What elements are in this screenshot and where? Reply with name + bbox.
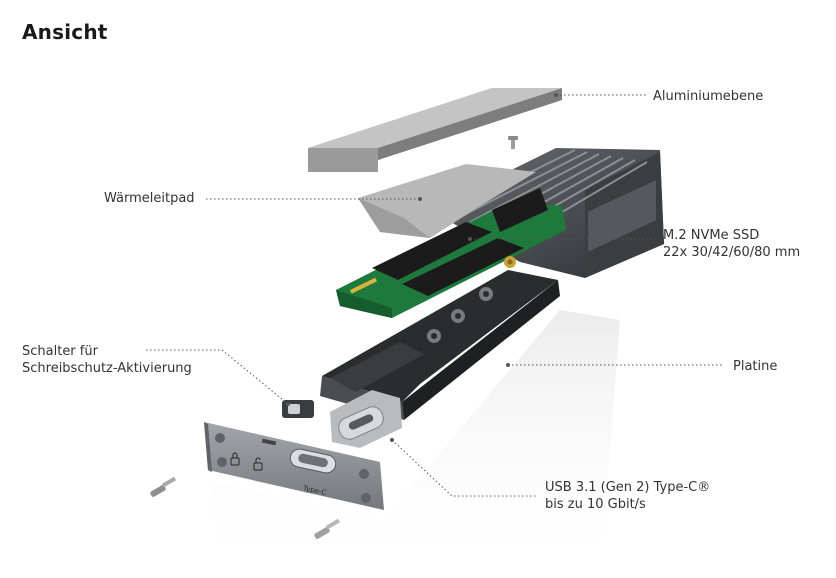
label-m2-ssd-line2: 22x 30/42/60/80 mm [663, 245, 801, 260]
write-protect-switch [282, 400, 314, 418]
unlock-icon [253, 457, 263, 471]
label-schalter-line2: Schreibschutz-Aktivierung [22, 361, 192, 376]
label-m2-ssd: M.2 NVMe SSD 22x 30/42/60/80 mm [663, 227, 800, 261]
m2-ssd [336, 188, 566, 318]
label-usb-line2: bis zu 10 Gbit/s [545, 497, 646, 512]
label-aluminiumebene: Aluminiumebene [653, 89, 764, 104]
thermal-pad [358, 164, 536, 238]
label-schalter-line1: Schalter für [22, 344, 98, 359]
page-title: Ansicht [22, 20, 108, 44]
panel-screw-left [150, 476, 177, 497]
cover-screw [508, 136, 518, 149]
label-waermeleitpad: Wärmeleitpad [104, 191, 195, 206]
label-usb-line1: USB 3.1 (Gen 2) Type-C® [545, 480, 711, 495]
floor-reflection [208, 310, 620, 578]
board-platine [320, 270, 560, 420]
label-platine: Platine [733, 359, 778, 374]
aluminium-cover [308, 88, 562, 172]
front-panel: Type-C [204, 422, 384, 510]
label-usb: USB 3.1 (Gen 2) Type-C® bis zu 10 Gbit/s [545, 479, 710, 513]
lock-icon [230, 452, 240, 466]
label-schalter: Schalter für Schreibschutz-Aktivierung [22, 343, 192, 377]
label-m2-ssd-line1: M.2 NVMe SSD [663, 228, 760, 243]
usb-c-plug [330, 390, 402, 448]
leader-lines [146, 93, 724, 497]
